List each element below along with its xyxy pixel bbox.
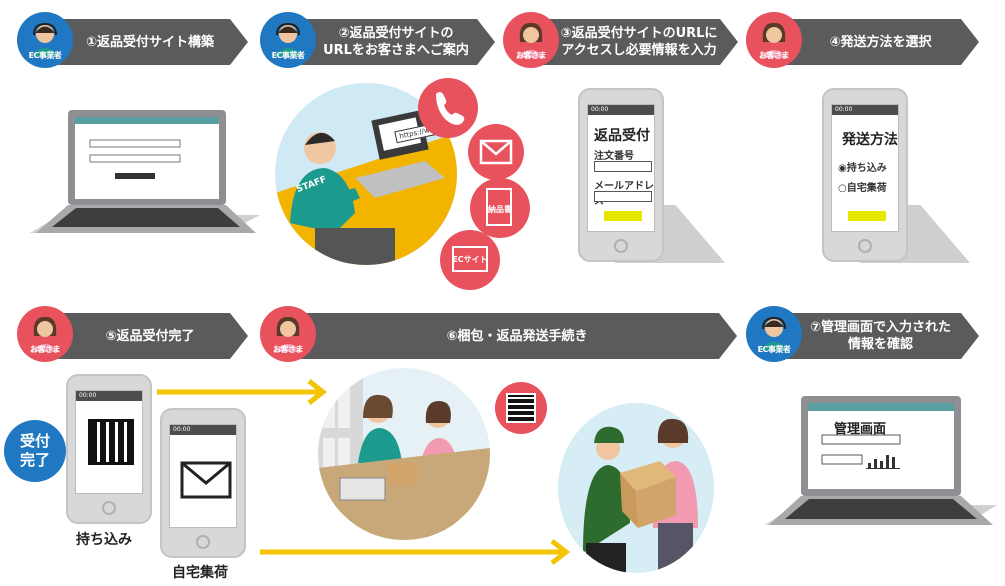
role-label: お客さま — [273, 345, 304, 354]
step2-label-line2: URLをお客さまへご案内 — [323, 43, 469, 58]
shipping-title: 発送方法 — [842, 132, 898, 148]
qr-bubble — [495, 382, 547, 434]
step3-label-line2: アクセスし必要情報を入力 — [561, 43, 717, 58]
home-button — [102, 501, 116, 515]
mail-bubble — [468, 124, 524, 180]
status-bar: 00:00 — [170, 425, 236, 435]
invoice-document-icon — [486, 188, 512, 226]
phone-screen: 00:00 — [169, 424, 237, 528]
invoice-label: 納品書 — [488, 205, 512, 214]
browser-window-icon — [452, 246, 488, 272]
smartphone-return-form: 00:00 返品受付 注文番号 メールアドレス — [578, 88, 664, 262]
step5-banner: ⑤返品受付完了 — [52, 313, 248, 359]
step2-label-line1: ②返品受付サイトの — [338, 26, 454, 41]
customer-icon — [760, 22, 788, 58]
admin-screen-title: 管理画面 — [834, 422, 887, 437]
status-bar: 00:00 — [588, 105, 654, 115]
role-label: お客さま — [759, 51, 790, 60]
pickup-caption: 自宅集荷 — [172, 565, 228, 581]
customer-icon — [517, 22, 545, 58]
smartphone-mail: 00:00 — [160, 408, 246, 558]
customer-avatar: お客さま — [503, 12, 559, 68]
badge-line2: 完了 — [19, 451, 50, 469]
status-time: 00:00 — [79, 392, 97, 399]
step5-label: ⑤返品受付完了 — [105, 328, 195, 344]
invoice-bubble: 納品書 — [470, 178, 530, 238]
home-button — [614, 239, 628, 253]
status-time: 00:00 — [835, 106, 853, 113]
qr-code-icon — [506, 393, 536, 423]
home-button — [858, 239, 872, 253]
step1-banner: ①返品受付サイト構築 — [52, 19, 248, 65]
email-field[interactable] — [594, 191, 652, 202]
order-number-field[interactable] — [594, 161, 652, 172]
pickup-scene-circle — [558, 403, 714, 573]
step4-banner: ④発送方法を選択 — [782, 19, 979, 65]
home-button — [196, 535, 210, 549]
ec-operator-avatar: EC事業者 — [746, 306, 802, 362]
telephone-icon — [436, 92, 465, 125]
step7-banner: ⑦管理画面で入力された 情報を確認 — [782, 313, 979, 359]
customer-avatar: お客さま — [17, 306, 73, 362]
role-label: EC事業者 — [757, 345, 791, 354]
operator-icon — [31, 22, 59, 56]
smartphone-qr-code: 00:00 — [66, 374, 152, 524]
operator-icon — [274, 22, 302, 56]
customer-icon — [274, 316, 302, 352]
courier-pickup-illustration — [583, 418, 698, 573]
customer-avatar: お客さま — [746, 12, 802, 68]
ec-operator-avatar: EC事業者 — [17, 12, 73, 68]
step4-label: ④発送方法を選択 — [829, 34, 932, 50]
step3-banner: ③返品受付サイトのURLに アクセスし必要情報を入力 — [540, 19, 738, 65]
admin-laptop-illustration — [765, 396, 997, 525]
ec-site-bubble: ECサイト — [440, 230, 500, 290]
operator-icon — [760, 316, 788, 350]
arrow-to-pickup — [260, 539, 571, 565]
customer-avatar: お客さま — [260, 306, 316, 362]
step7-label-line1: ⑦管理画面で入力された — [809, 320, 951, 335]
smartphone-shipping-method: 00:00 発送方法 ◉持ち込み ○自宅集荷 — [822, 88, 908, 262]
phone-screen: 00:00 発送方法 ◉持ち込み ○自宅集荷 — [831, 104, 899, 232]
step7-label-line2: 情報を確認 — [847, 337, 913, 352]
ec-site-label: ECサイト — [452, 255, 488, 264]
submit-button[interactable] — [604, 211, 642, 221]
phone-screen: 00:00 返品受付 注文番号 メールアドレス — [587, 104, 655, 232]
step3-label-line1: ③返品受付サイトのURLに — [560, 26, 718, 41]
step2-banner: ②返品受付サイトの URLをお客さまへご案内 — [297, 19, 495, 65]
envelope-icon — [479, 139, 513, 165]
badge-line1: 受付 — [19, 432, 50, 450]
phone-screen: 00:00 — [75, 390, 143, 494]
store-scene-circle — [318, 368, 490, 540]
envelope-icon — [180, 461, 232, 499]
status-time: 00:00 — [173, 426, 191, 433]
arrow-to-store — [157, 379, 328, 405]
role-label: EC事業者 — [28, 51, 62, 60]
form-title: 返品受付 — [594, 128, 650, 144]
laptop-illustration — [30, 110, 260, 233]
customer-icon — [31, 316, 59, 352]
status-bar: 00:00 — [832, 105, 898, 115]
option-dropoff[interactable]: ◉持ち込み — [838, 163, 887, 174]
status-bar: 00:00 — [76, 391, 142, 401]
role-label: お客さま — [30, 345, 61, 354]
phone-bubble — [418, 78, 478, 138]
step6-label: ⑥梱包・返品発送手続き — [446, 328, 588, 344]
qr-code-icon — [88, 419, 134, 465]
status-time: 00:00 — [591, 106, 609, 113]
confirm-button[interactable] — [848, 211, 886, 221]
accepted-badge: 受付 完了 — [4, 420, 66, 482]
dropoff-caption: 持ち込み — [76, 532, 132, 548]
role-label: EC事業者 — [271, 51, 305, 60]
role-label: お客さま — [516, 51, 547, 60]
order-number-label: 注文番号 — [594, 151, 634, 162]
store-counter-illustration — [318, 368, 490, 540]
step1-label: ①返品受付サイト構築 — [85, 34, 214, 50]
step6-banner: ⑥梱包・返品発送手続き — [297, 313, 737, 359]
staff-scene-circle — [275, 83, 457, 265]
bar-chart-icon — [866, 455, 900, 469]
ec-operator-avatar: EC事業者 — [260, 12, 316, 68]
option-pickup[interactable]: ○自宅集荷 — [838, 183, 887, 194]
